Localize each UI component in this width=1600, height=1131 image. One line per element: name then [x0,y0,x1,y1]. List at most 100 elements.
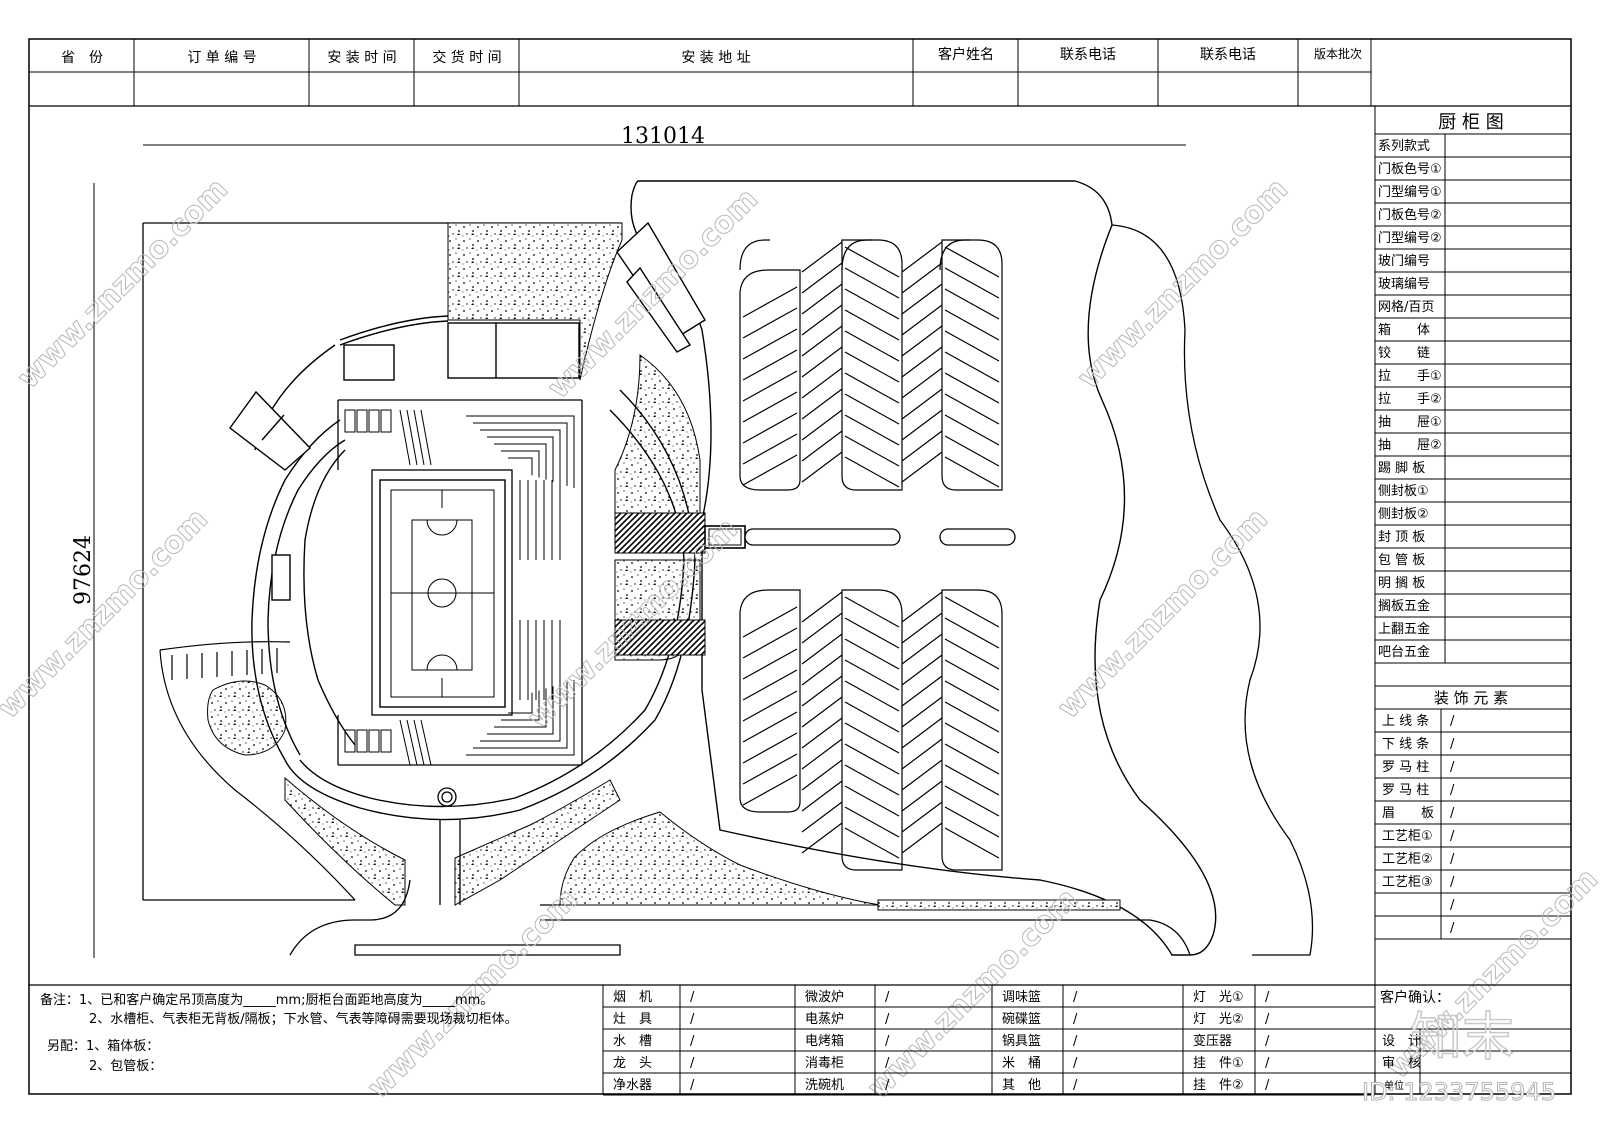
side-row-label: 抽 屉② [1378,438,1442,453]
decor-row-label: 工艺柜① [1382,829,1433,844]
appliance-label: 消毒柜 [805,1056,844,1071]
header-cell: 联系电话 [1200,47,1256,63]
decor-slash: / [1450,760,1455,775]
appliance-label: 灯 光② [1193,1012,1244,1027]
appliance-slash: / [1073,1012,1078,1027]
appliance-slash: / [1265,1034,1270,1049]
building-blocks [229,221,706,601]
appliance-label: 水 槽 [613,1034,652,1049]
appliance-label: 锅具篮 [1002,1033,1041,1049]
side-row-label: 玻门编号 [1378,254,1430,269]
appliance-label: 变压器 [1193,1033,1232,1049]
note-line-1: 备注：1、已和客户确定吊顶高度为_____mm;厨柜台面距地高度为_____mm… [40,992,493,1008]
stadium-seating [344,409,575,766]
side-row-label: 箱 体 [1378,322,1430,338]
appliance-label: 电烤箱 [805,1033,844,1049]
decor-slash: / [1450,875,1455,890]
side-row-label: 搁板五金 [1378,598,1430,614]
entrance-plaza [614,512,746,656]
basketball-court [379,479,506,708]
decor-slash: / [1450,921,1455,936]
side-panel-title: 厨 柜 图 [1438,112,1503,133]
unit-label: 单位 [1384,1079,1404,1092]
road-edges [289,820,1191,956]
header-cell: 订 单 编 号 [187,50,256,66]
header-cell: 交 货 时 间 [432,49,501,66]
appliance-label: 电蒸炉 [805,1012,844,1027]
decor-slash: / [1450,783,1455,798]
side-row-label: 门型编号② [1378,231,1442,246]
brand-logo: 知末 [1410,1008,1514,1068]
decor-row-label: 罗 马 柱 [1382,783,1429,798]
side-row-label: 铰 链 [1378,346,1430,361]
appliance-slash: / [885,1012,890,1027]
width-dimension: 131014 [621,124,705,149]
header-cell: 安 装 时 间 [327,50,396,66]
header-row: 省 份 订 单 编 号 安 装 时 间 交 货 时 间 安 装 地 址 客户姓名… [61,46,1362,66]
header-cell: 安 装 地 址 [681,50,750,66]
watermark-text: www.znzmo.com [861,882,1085,1106]
left-parking-arc [159,641,356,901]
decor-row-label: 下 线 条 [1382,736,1429,752]
watermark-text: www.znzmo.com [0,502,215,726]
appliance-label: 烟 机 [613,990,652,1005]
stadium-walls [337,399,583,807]
decor-slash: / [1450,829,1455,844]
note-line-3: 另配：1、箱体板： [47,1038,159,1054]
side-row-label: 踢 脚 板 [1378,460,1425,476]
review-label: 审 核 [1382,1056,1421,1071]
decor-row-label: 工艺柜③ [1382,875,1433,890]
header-cell: 联系电话 [1060,47,1116,63]
appliance-slash: / [1265,1056,1270,1071]
appliance-slash: / [690,1034,695,1049]
dimension-lines [93,144,1186,958]
side-row-label: 玻璃编号 [1378,277,1430,292]
appliance-slash: / [1265,1078,1270,1093]
decor-slash: / [1450,714,1455,729]
appliance-label: 米 桶 [1002,1056,1041,1071]
parking-lot-outline [630,180,1217,956]
appliance-label: 挂 件② [1193,1078,1244,1093]
appliance-slash: / [1265,1012,1270,1027]
decor-slash: / [1450,806,1455,821]
appliance-label: 灯 光① [1193,990,1244,1005]
side-row-label: 门型编号① [1378,185,1442,200]
decor-row-label: 工艺柜② [1382,852,1433,867]
height-dimension: 97624 [71,535,96,605]
appliance-label: 微波炉 [805,990,844,1005]
appliance-label: 调味篮 [1002,990,1041,1005]
appliance-label: 其 他 [1002,1078,1041,1093]
side-row-label: 明 搁 板 [1378,576,1425,591]
decor-rows: 上 线 条 / 下 线 条 / 罗 马 柱 / 罗 马 柱 / 眉 板 / 工艺柜① / 工艺柜② / 工艺… [1375,709,1571,940]
appliance-label: 挂 件① [1193,1056,1244,1071]
side-panel-table: 厨 柜 图 系列款式门板色号①门型编号①门板色号②门型编号②玻门编号玻璃编号网格… [1374,106,1571,1094]
appliance-slash: / [690,1056,695,1071]
appliance-label: 碗碟篮 [1002,1011,1041,1027]
decor-title: 装 饰 元 素 [1434,689,1508,707]
side-row-label: 系列款式 [1378,139,1430,154]
side-row-label: 上翻五金 [1378,621,1430,637]
appliance-slash: / [885,1056,890,1071]
side-row-label: 门板色号② [1378,207,1442,223]
appliance-slash: / [690,1012,695,1027]
design-label: 设 计 [1382,1034,1421,1049]
appliance-slash: / [1073,990,1078,1005]
side-row-label: 抽 屉① [1378,415,1442,430]
appliance-slash: / [1073,1056,1078,1071]
decor-row-label: 眉 板 [1382,806,1434,821]
irregular-boundary-line [1111,224,1314,956]
appliance-slash: / [1073,1078,1078,1093]
appliance-label: 洗碗机 [805,1077,844,1093]
header-cell: 版本批次 [1314,46,1362,61]
decor-row-label: 罗 马 柱 [1382,760,1429,775]
decor-row-label: 上 线 条 [1382,713,1429,729]
decor-slash: / [1450,737,1455,752]
decor-slash: / [1450,898,1455,913]
side-row-label: 网格/百页 [1378,299,1434,315]
side-row-label: 包 管 板 [1378,553,1425,568]
side-row-label: 侧封板① [1378,484,1429,499]
appliance-label: 净水器 [613,1078,652,1093]
side-row-label: 拉 手② [1378,392,1442,407]
